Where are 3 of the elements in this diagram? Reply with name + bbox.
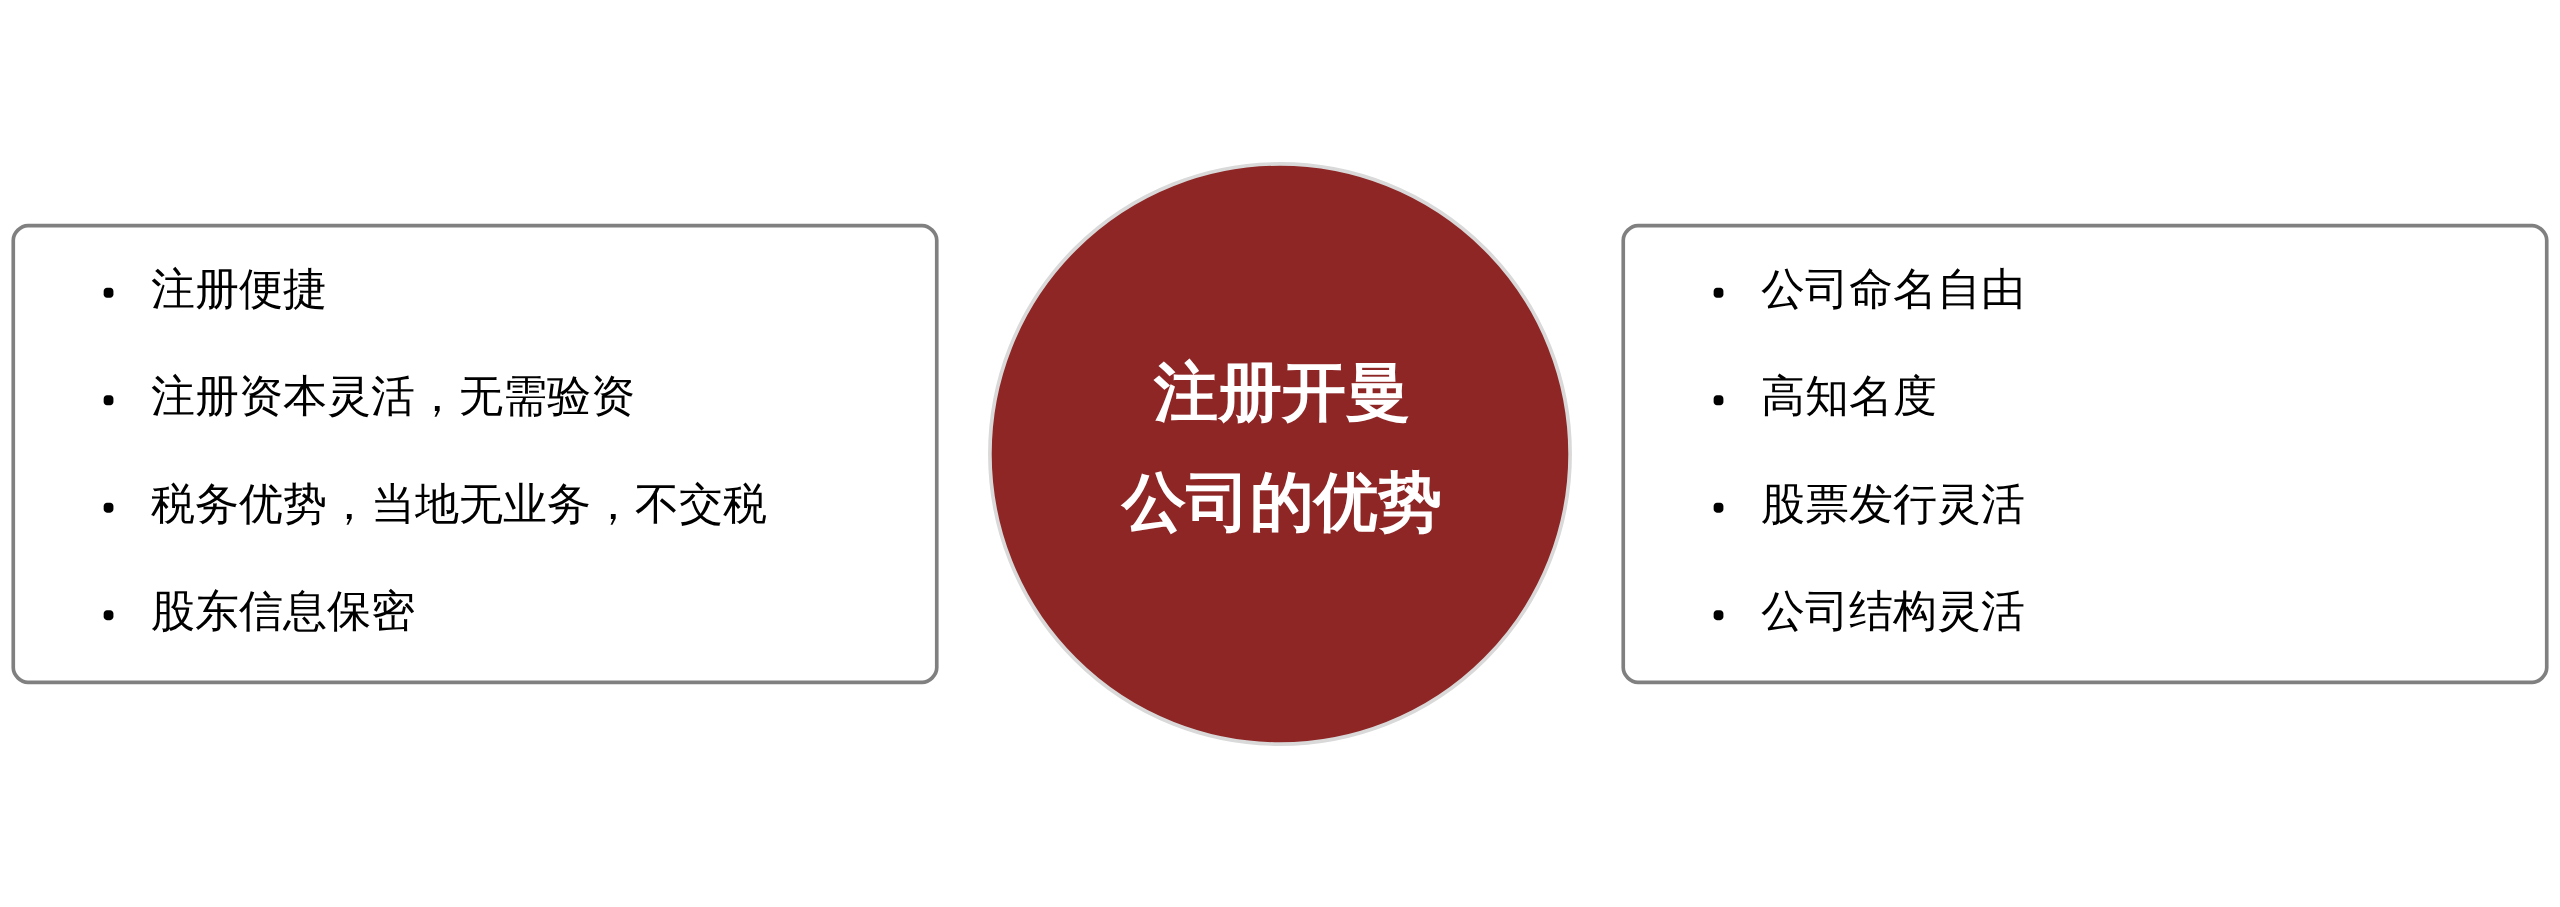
node-box: 公司命名自由 高知名度 股票发行灵活 公司结构灵活: [1621, 223, 2549, 684]
node-box: 注册便捷 注册资本灵活，无需验资 税务优势，当地无业务，不交税 股东信息保密: [11, 223, 939, 684]
node-circle: 注册开曼公司的优势: [988, 161, 1572, 746]
